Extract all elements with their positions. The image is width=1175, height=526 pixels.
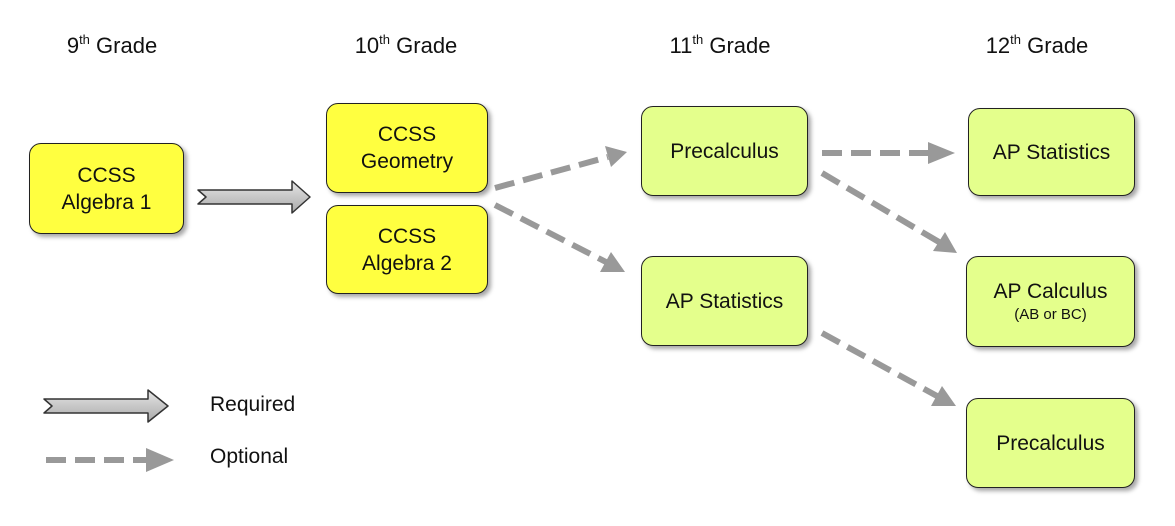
- course-precalculus-11: Precalculus: [641, 106, 808, 196]
- grade-number: 11: [669, 33, 693, 58]
- grade-11-heading: 11th Grade: [620, 32, 820, 60]
- course-algebra-1: CCSS Algebra 1: [29, 143, 184, 234]
- grade-label: Grade: [396, 33, 458, 58]
- course-line: Algebra 2: [362, 251, 452, 275]
- arrowhead: [933, 232, 957, 253]
- optional-arrow-to-ap-statistics: [493, 202, 608, 265]
- grade-number: 9: [66, 33, 80, 58]
- course-algebra-2: CCSS Algebra 2: [326, 205, 488, 294]
- course-line: Precalculus: [996, 431, 1105, 455]
- arrowhead: [146, 448, 174, 472]
- arrowhead: [605, 146, 627, 167]
- grade-suffix: th: [79, 32, 90, 47]
- course-subline: (AB or BC): [1014, 306, 1087, 323]
- grade-10-heading: 10th Grade: [306, 32, 506, 60]
- course-line: Geometry: [360, 150, 454, 173]
- course-ap-statistics-11: AP Statistics: [641, 256, 808, 346]
- grade-label: Grade: [709, 33, 771, 58]
- course-line: AP Statistics: [992, 140, 1111, 164]
- course-line: Algebra 1: [61, 190, 152, 214]
- grade-suffix: th: [692, 32, 704, 47]
- grade-label: Grade: [1027, 33, 1089, 58]
- grade-suffix: th: [1010, 32, 1022, 47]
- grade-label: Grade: [96, 33, 158, 58]
- course-geometry: CCSS Geometry: [326, 103, 488, 193]
- arrowhead: [600, 252, 625, 272]
- course-ap-calculus-12: AP Calculus (AB or BC): [966, 256, 1135, 347]
- course-line: AP Statistics: [665, 289, 784, 313]
- course-ap-statistics-12: AP Statistics: [968, 108, 1135, 196]
- legend-optional-label: Optional: [210, 445, 289, 468]
- grade-12-heading: 12th Grade: [937, 32, 1137, 60]
- legend-required-label: Required: [210, 393, 296, 416]
- optional-arrow-stats-to-precalculus: [820, 330, 939, 399]
- arrowhead: [931, 386, 956, 406]
- grade-number: 12: [985, 33, 1011, 58]
- optional-arrow-precalc-to-ap-calculus: [820, 170, 941, 245]
- course-line: Precalculus: [670, 139, 779, 163]
- grade-9-heading: 9th Grade: [12, 32, 212, 60]
- course-line: CCSS: [377, 123, 437, 146]
- course-line: CCSS: [77, 163, 136, 187]
- optional-arrow-to-precalculus: [494, 154, 609, 191]
- arrowhead: [928, 142, 955, 164]
- course-line: CCSS: [377, 224, 437, 248]
- course-precalculus-12: Precalculus: [966, 398, 1135, 488]
- required-arrow: [197, 180, 311, 214]
- legend-required-arrow: [43, 389, 169, 423]
- grade-suffix: th: [379, 32, 391, 47]
- course-line: AP Calculus: [993, 280, 1108, 303]
- grade-number: 10: [354, 33, 380, 58]
